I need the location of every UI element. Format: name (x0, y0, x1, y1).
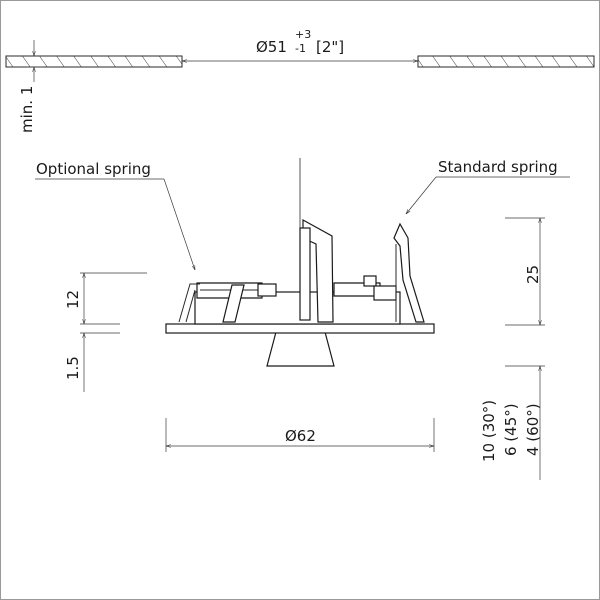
dim-25-label: 25 (524, 265, 542, 284)
left-height-dimensions: 12 1.5 (64, 272, 147, 392)
ceiling-left-panel (5, 55, 183, 68)
reflector-cone (266, 331, 335, 367)
ceiling-section (5, 55, 595, 68)
cutout-diameter-label: Ø51 (256, 38, 287, 56)
optional-spring-inner (185, 289, 196, 323)
min-thickness-label: min. 1 (18, 86, 36, 133)
cutout-tolerance-minus: -1 (295, 42, 306, 55)
tilt-30-label: 10 (30°) (480, 400, 498, 462)
left-clip (257, 283, 277, 297)
dim-1-5-label: 1.5 (64, 356, 82, 380)
left-swivel-arm (222, 284, 245, 323)
dim-12-label: 12 (64, 290, 82, 309)
optional-spring-label: Optional spring (36, 160, 151, 178)
optional-spring (178, 283, 200, 323)
trim-flange (165, 323, 435, 334)
tilt-60-label: 4 (60°) (524, 403, 542, 456)
right-block (373, 285, 397, 301)
flange-diameter-label: Ø62 (285, 427, 316, 445)
optional-spring-callout: Optional spring (35, 160, 196, 270)
downlight-fixture (165, 218, 435, 367)
standard-spring-label: Standard spring (438, 158, 558, 176)
standard-spring (393, 222, 425, 323)
cutout-tolerance-plus: +3 (295, 28, 311, 41)
cutout-diameter-dimension: Ø51 +3 -1 [2"] (182, 28, 418, 61)
ceiling-right-panel (417, 55, 595, 68)
right-height-dimensions: 25 10 (30°) 6 (45°) 4 (60°) (480, 217, 545, 480)
flange-diameter-dimension: Ø62 (165, 418, 435, 452)
central-post (299, 227, 311, 321)
optional-spring-leader (163, 178, 196, 270)
tilt-45-label: 6 (45°) (502, 403, 520, 456)
min-thickness-dimension: min. 1 (18, 40, 44, 133)
standard-spring-leader (406, 176, 437, 214)
standard-spring-callout: Standard spring (406, 158, 570, 214)
cutout-inch-label: [2"] (316, 38, 344, 56)
right-clip (363, 275, 377, 287)
